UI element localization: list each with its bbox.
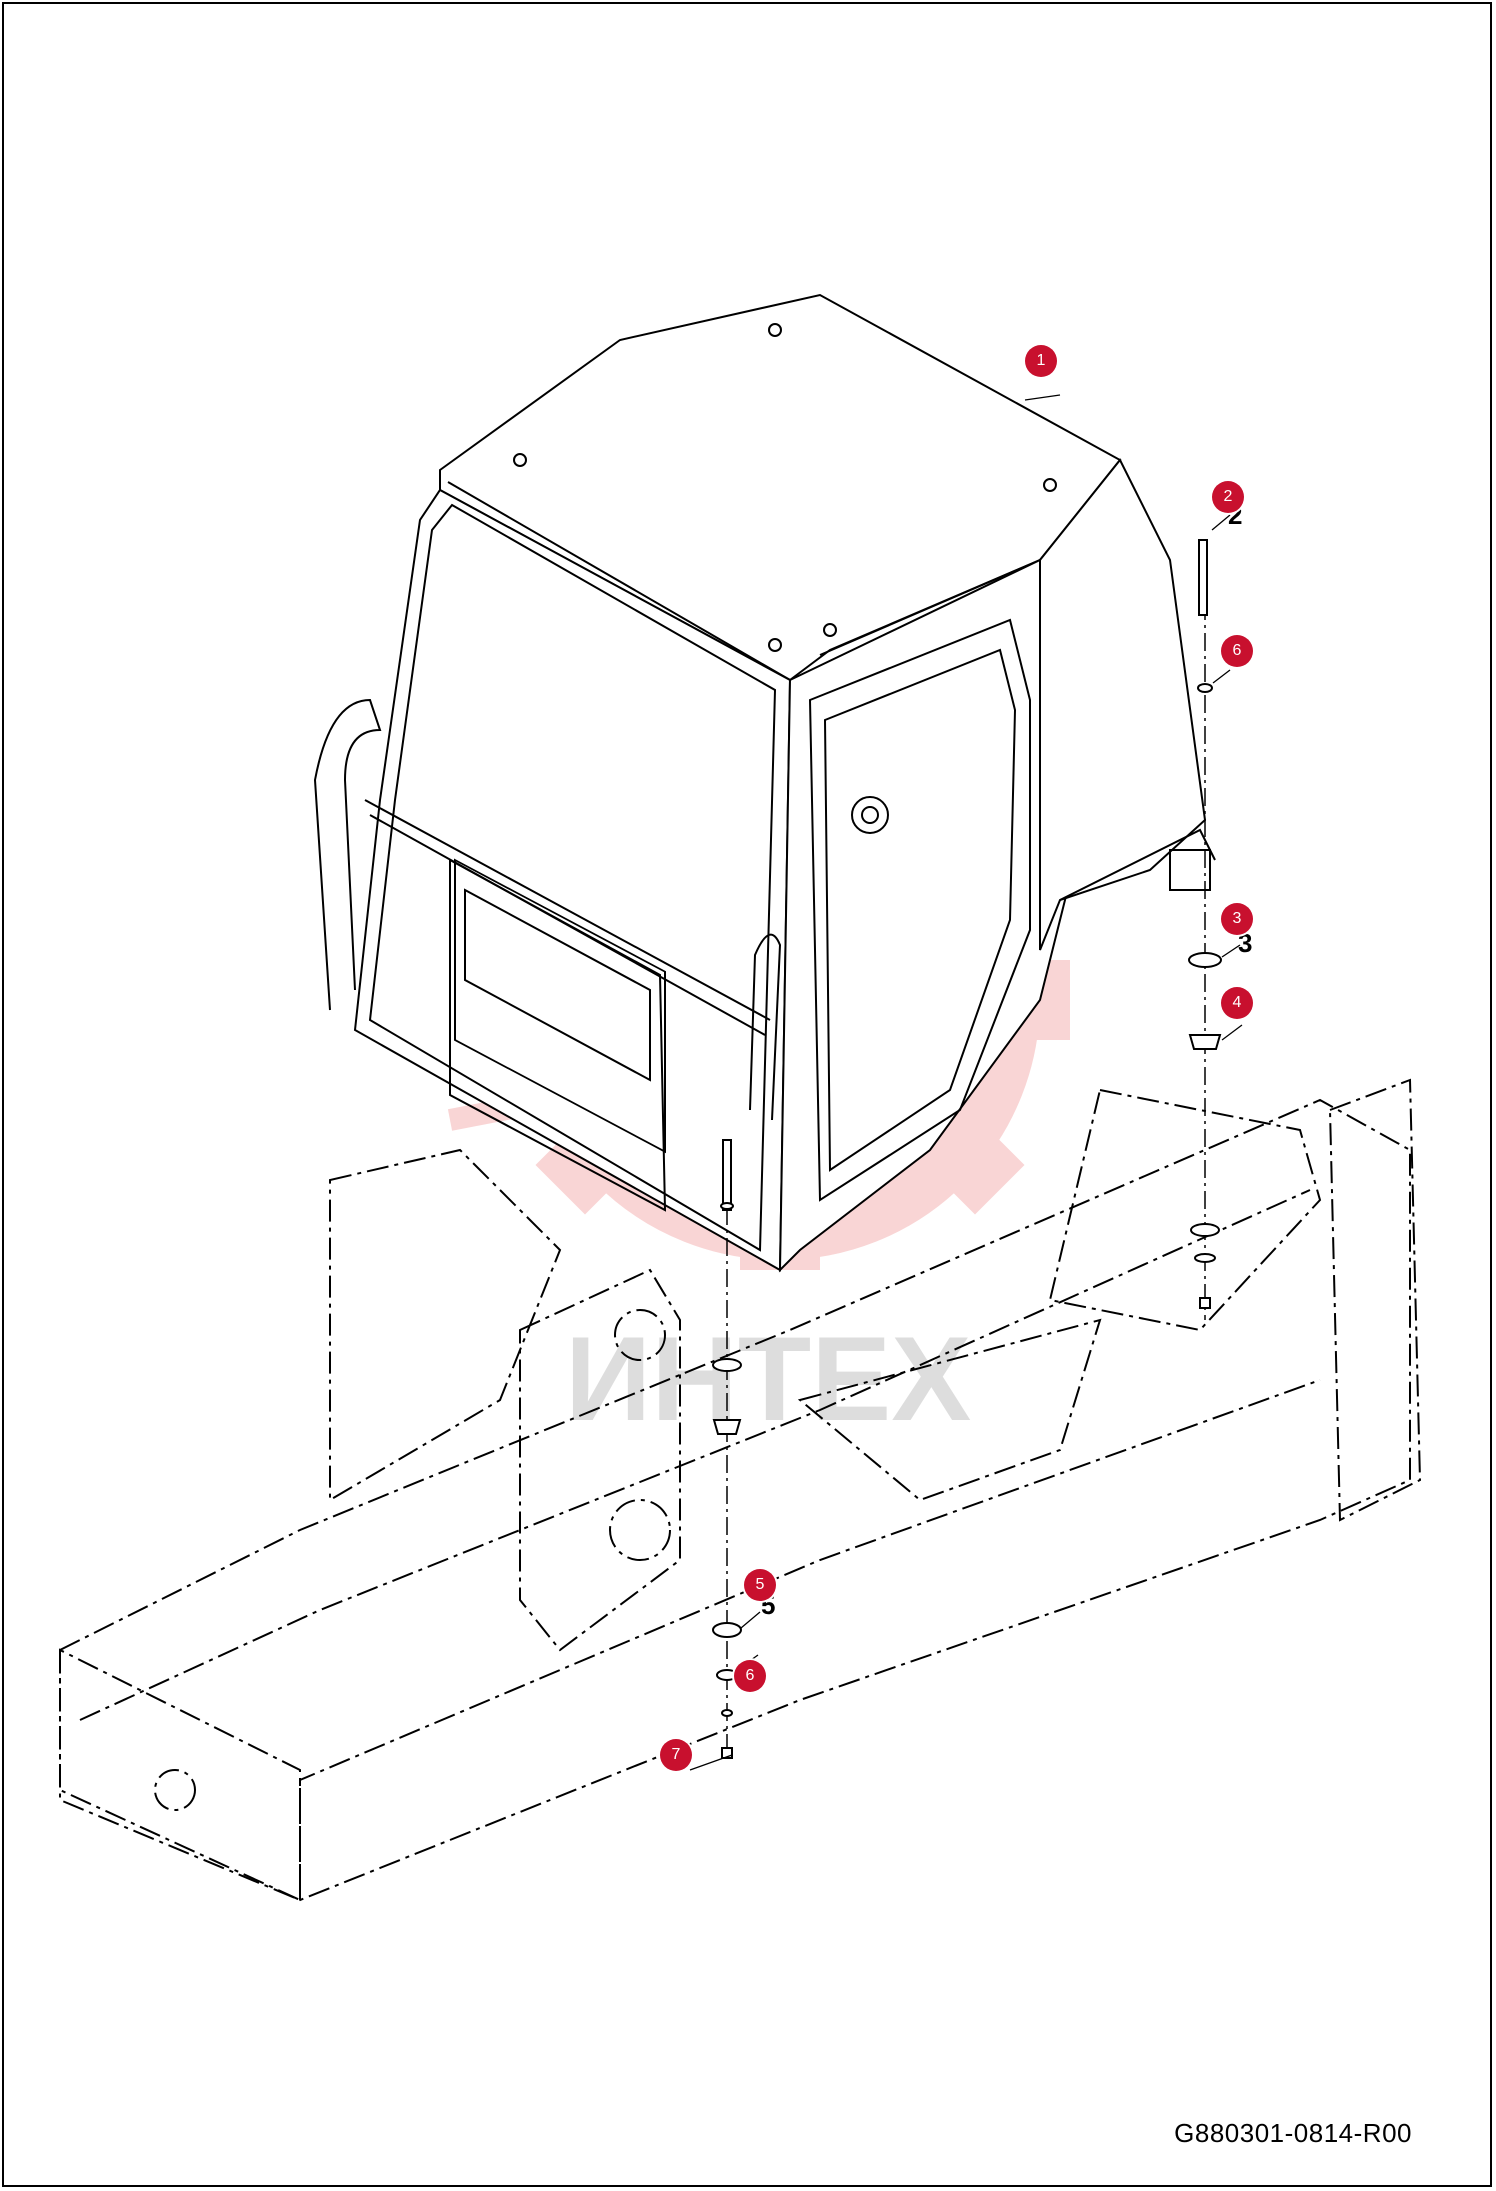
callout-badge-2[interactable]: 2 [1212, 481, 1244, 513]
frame-right-column [1328, 1078, 1422, 1522]
left-mount-stack [712, 1139, 742, 1759]
assembly-axis-lines [726, 540, 1206, 1755]
cab-right-side [1039, 458, 1207, 951]
callout-badge-4[interactable]: 4 [1221, 987, 1253, 1019]
part-number-label-3: 3 [1238, 928, 1253, 958]
rubber-mount-4-left [712, 1419, 742, 1435]
front-door [808, 618, 1031, 1202]
roof-fasteners [513, 323, 1057, 652]
bolt-2-right [1198, 539, 1208, 616]
grab-handle-left [313, 698, 382, 1011]
loader-tower [519, 1268, 681, 1652]
watermark-text: ИНТЕХ [565, 1312, 971, 1446]
callout-badge-6-bottom[interactable]: 6 [734, 1660, 766, 1692]
cab-assembly [313, 293, 1216, 1273]
nut-7 [721, 1747, 733, 1759]
frame-rear-crossmember [59, 1648, 301, 1902]
callout-badge-5[interactable]: 5 [744, 1569, 776, 1601]
rubber-mount-4-right [1188, 1034, 1222, 1050]
washer-6-right [1197, 683, 1213, 693]
rear-hatch [449, 858, 667, 1212]
callout-badge-7[interactable]: 7 [660, 1739, 692, 1771]
right-mount-stack [1188, 539, 1222, 1309]
chassis-frame [59, 1078, 1422, 1902]
callout-badge-1[interactable]: 1 [1025, 345, 1057, 377]
callout-badge-6-top[interactable]: 6 [1221, 635, 1253, 667]
washer-3-left [712, 1358, 742, 1372]
callout-badge-3[interactable]: 3 [1221, 903, 1253, 935]
washer-5 [712, 1622, 742, 1638]
bolt-2-left [722, 1139, 732, 1211]
door-handle [749, 933, 782, 1121]
drawing-code: G880301-0814-R00 [1174, 2118, 1412, 2148]
washer-3-right [1188, 952, 1222, 968]
